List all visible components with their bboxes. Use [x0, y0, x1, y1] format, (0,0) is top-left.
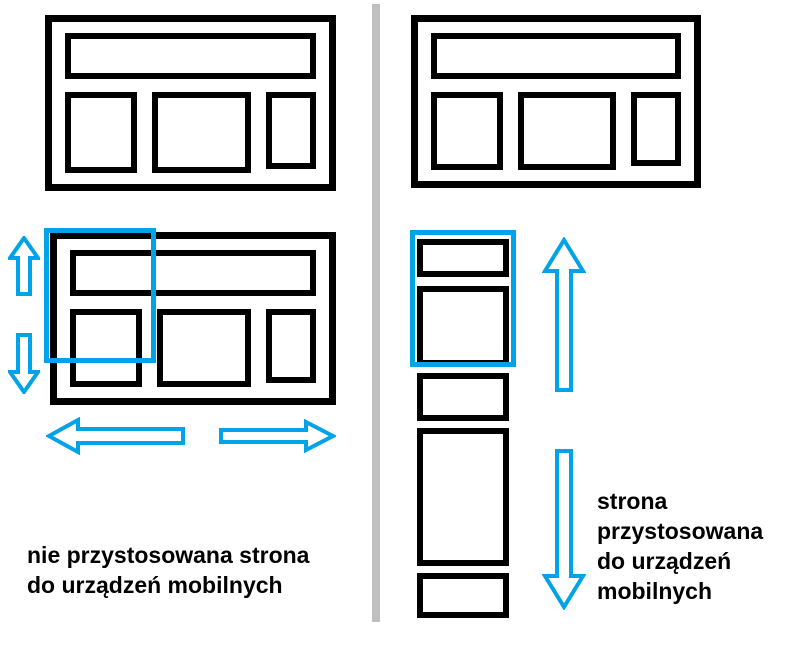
desktop-wireframe-top-left — [45, 15, 336, 191]
wireframe-aside-box — [266, 92, 316, 169]
caption-left: nie przystosowana strona do urządzeń mob… — [27, 540, 309, 600]
wireframe-main-box — [518, 92, 616, 170]
wireframe-content-row — [431, 92, 681, 170]
caption-right: strona przystosowana do urządzeń mobilny… — [597, 486, 763, 606]
arrow-up-icon — [542, 237, 586, 392]
wireframe-sidebar-box — [70, 309, 142, 387]
mobile-header-box — [417, 239, 509, 277]
caption-right-line-2: przystosowana — [597, 518, 764, 544]
arrow-left-icon — [46, 417, 185, 455]
wireframe-header-bar — [65, 33, 316, 79]
arrow-up-icon — [542, 237, 586, 393]
viewport-rectangle-right — [410, 230, 516, 367]
wireframe-aside-box — [631, 92, 681, 166]
desktop-wireframe-top-right — [411, 15, 701, 188]
wireframe-main-box — [152, 92, 251, 173]
arrow-down-icon — [8, 332, 40, 394]
arrow-left-icon — [46, 417, 186, 455]
arrow-down-icon — [542, 448, 586, 610]
viewport-rectangle-left — [44, 228, 156, 363]
wireframe-content-row — [65, 92, 316, 173]
arrow-down-icon — [542, 449, 586, 610]
arrow-right-icon — [218, 419, 336, 453]
arrow-right-icon — [219, 419, 336, 453]
wireframe-header-bar — [70, 250, 316, 296]
arrow-up-icon — [8, 236, 40, 296]
caption-right-line-3: do urządzeń — [597, 548, 732, 574]
wireframe-content-row — [70, 309, 316, 387]
caption-left-line-2: do urządzeń mobilnych — [27, 572, 283, 598]
caption-left-line-1: nie przystosowana strona — [27, 542, 310, 568]
mobile-content-box-2 — [417, 373, 509, 421]
arrow-up-icon — [8, 236, 40, 296]
wireframe-sidebar-box — [65, 92, 137, 173]
wireframe-aside-box — [266, 309, 316, 383]
mobile-footer-box — [417, 573, 509, 618]
panel-divider — [372, 4, 380, 622]
wireframe-header-bar — [431, 33, 681, 79]
wireframe-main-box — [157, 309, 251, 387]
mobile-content-box-3 — [417, 428, 509, 566]
wireframe-sidebar-box — [431, 92, 503, 170]
caption-right-line-1: strona — [597, 488, 668, 514]
caption-right-line-4: mobilnych — [597, 578, 713, 604]
arrow-down-icon — [8, 333, 40, 394]
desktop-wireframe-bottom-left — [50, 232, 336, 405]
